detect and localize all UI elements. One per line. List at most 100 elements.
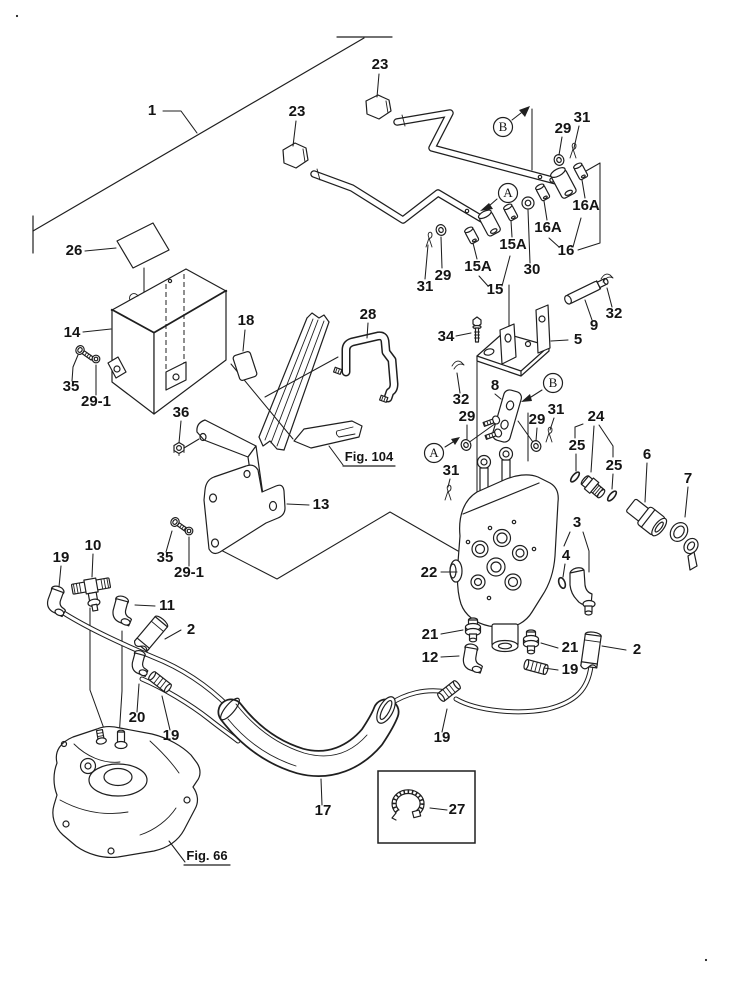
- control-valve-22: [449, 446, 559, 653]
- lever-rod-a: [310, 168, 491, 226]
- elbow-fitting-3: [569, 567, 596, 616]
- view-marker-a-top: [480, 182, 519, 211]
- washer-29-top: [553, 154, 565, 166]
- callout-29-1-top: 29-1: [81, 393, 111, 410]
- view-marker-b-bottom: [521, 372, 564, 402]
- figure-ref-104: Fig. 104: [342, 449, 396, 467]
- scan-dot: [704, 958, 708, 962]
- bushing-15a-right: [503, 203, 519, 222]
- washer-29-plate-right: [530, 440, 542, 452]
- support-panel-13: [196, 419, 286, 555]
- snap-pin-31-plate-left: [444, 484, 452, 501]
- clamp-bracket-28: [332, 331, 399, 403]
- callout-35-top: 35: [63, 378, 80, 395]
- callout-29-plate-right: 29: [529, 411, 546, 428]
- view-letter-a-bottom: A: [429, 445, 439, 460]
- nut-36: [173, 441, 185, 456]
- callout-31-plate-right: 31: [548, 401, 565, 418]
- union-fitting-19-mid: [148, 671, 172, 693]
- figure-ref-104-text: Fig. 104: [345, 449, 394, 464]
- callout-17: 17: [315, 802, 332, 819]
- collar-15: [477, 209, 501, 237]
- view-marker-a-bottom: [423, 437, 460, 464]
- scan-dot: [15, 14, 19, 18]
- bushing-16a-left: [535, 183, 551, 202]
- callout-25-right: 25: [606, 457, 623, 474]
- figure-ref-66: Fig. 66: [183, 848, 231, 866]
- elbow-fitting-12: [462, 643, 483, 674]
- figure-ref-66-text: Fig. 66: [186, 848, 227, 863]
- union-fitting-19-hose: [437, 680, 461, 702]
- callout-21-left: 21: [422, 626, 439, 643]
- steering-column-fig104: [258, 312, 330, 451]
- callout-10: 10: [85, 537, 102, 554]
- callout-16: 16: [558, 242, 575, 259]
- lever-rod-b: [393, 109, 560, 185]
- spring-clip-32-bracket: [451, 360, 465, 370]
- washer-29-rod-a: [435, 224, 447, 236]
- hose-end-2-right: [580, 631, 602, 670]
- callout-2-left: 2: [187, 621, 195, 638]
- callout-29-plate-left: 29: [459, 408, 476, 425]
- callout-3: 3: [573, 514, 581, 531]
- hydraulic-housing-fig66: [52, 726, 201, 859]
- callout-35-bottom: 35: [157, 549, 174, 566]
- callout-32-bracket: 32: [453, 391, 470, 408]
- callout-9: 9: [590, 317, 598, 334]
- view-marker-b-top: [492, 106, 530, 138]
- callout-28: 28: [360, 306, 377, 323]
- snap-pin-31-top: [569, 142, 577, 159]
- bushing-16a-right: [573, 162, 589, 181]
- union-fitting-19-right: [523, 658, 549, 676]
- hose-end-2-left: [133, 615, 169, 652]
- washer-30: [521, 196, 535, 210]
- callout-18: 18: [238, 312, 255, 329]
- callout-15a-right: 15A: [499, 236, 527, 253]
- callout-31-plate-left: 31: [443, 462, 460, 479]
- screw-35-top: [75, 345, 94, 361]
- bushing-15a-left: [464, 226, 480, 245]
- callout-6: 6: [643, 446, 651, 463]
- callout-29-1-bottom: 29-1: [174, 564, 204, 581]
- view-letter-b-top: B: [499, 119, 508, 134]
- callout-19-hose: 19: [434, 729, 451, 746]
- callout-32-pin: 32: [606, 305, 623, 322]
- caution-label-18: [232, 351, 258, 381]
- callout-19-tee: 19: [53, 549, 70, 566]
- callout-11: 11: [159, 597, 175, 614]
- callout-labels: 1 23 23 29 31 16A 16A 16 15A 15A 15 30 2…: [53, 56, 693, 819]
- spring-clip-32-pin: [600, 273, 614, 283]
- bolt-34: [472, 316, 482, 343]
- callout-25-left: 25: [569, 437, 586, 454]
- elbow-fitting-20: [131, 649, 149, 678]
- callout-34: 34: [438, 328, 455, 345]
- callout-15a-left: 15A: [464, 258, 492, 275]
- callout-19-right: 19: [562, 661, 579, 678]
- callout-36: 36: [173, 404, 190, 421]
- callout-23-right: 23: [372, 56, 389, 73]
- callout-26: 26: [66, 242, 83, 259]
- callout-5: 5: [574, 331, 582, 348]
- mounting-bracket-5: [476, 304, 551, 377]
- callout-19-mid: 19: [163, 727, 180, 744]
- callout-29-top: 29: [555, 120, 572, 137]
- callout-27: 27: [449, 801, 466, 818]
- collar-16: [550, 167, 577, 199]
- view-letter-b-bottom: B: [549, 375, 558, 390]
- quick-coupler-6: [626, 498, 668, 537]
- delivery-hose-17: [217, 696, 400, 777]
- callout-30: 30: [524, 261, 541, 278]
- snap-pin-31-rod-a: [425, 231, 433, 248]
- washer-29-plate-left: [460, 439, 472, 451]
- joint-plate-8: [482, 389, 522, 443]
- o-ring-25-left: [569, 471, 581, 483]
- o-ring-25-right: [606, 490, 618, 502]
- snap-pin-31-plate-right: [545, 426, 553, 443]
- tee-fitting-10: [70, 577, 112, 612]
- callout-31-top: 31: [574, 109, 591, 126]
- adapter-fitting-24: [580, 475, 606, 499]
- callout-12: 12: [422, 649, 439, 666]
- callout-29-rod-a: 29: [435, 267, 452, 284]
